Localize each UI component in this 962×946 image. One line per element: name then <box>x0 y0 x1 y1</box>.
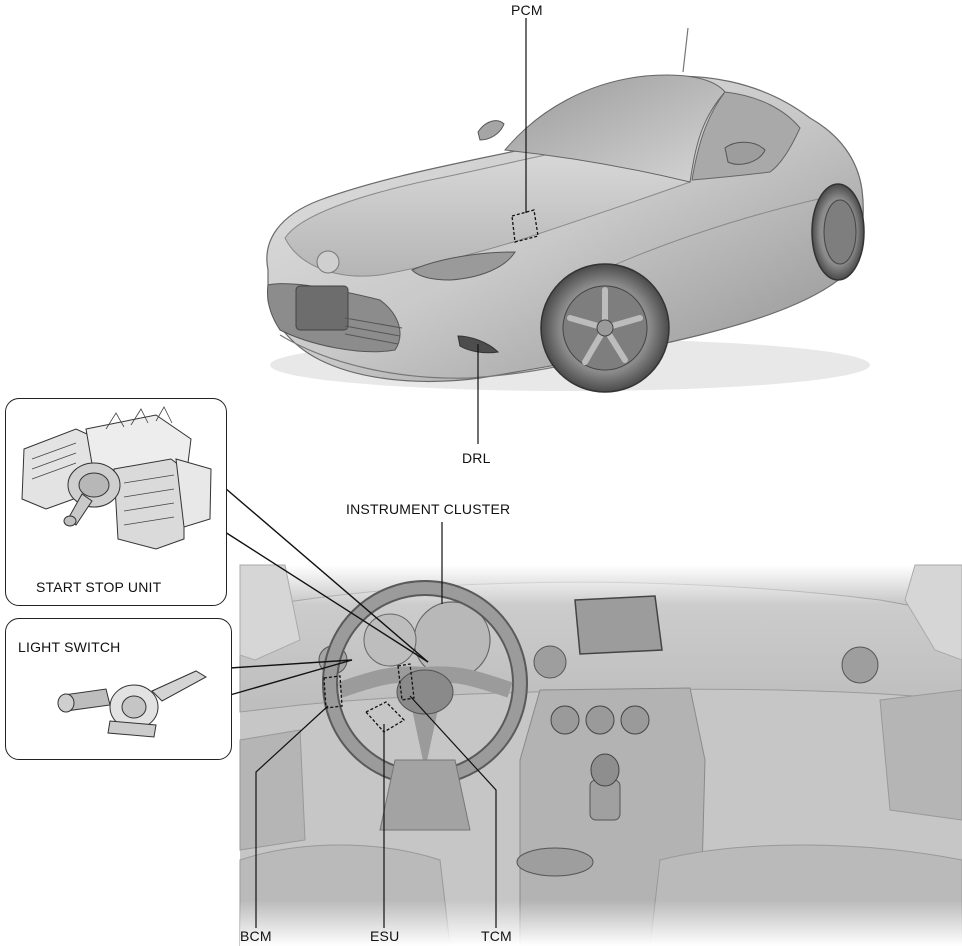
instrument-cluster-label: INSTRUMENT CLUSTER <box>346 501 511 517</box>
start-stop-callout-line-upper <box>224 487 429 663</box>
light-switch-callout: LIGHT SWITCH <box>5 618 232 760</box>
interior-illustration <box>239 564 962 946</box>
light-switch-illustration <box>57 670 208 738</box>
light-switch-label: LIGHT SWITCH <box>18 639 121 655</box>
bcm-label: BCM <box>240 928 272 944</box>
tcm-leader-line <box>409 695 497 928</box>
start-stop-unit-illustration <box>21 406 212 550</box>
pcm-label: PCM <box>511 2 543 18</box>
car-illustration <box>266 27 870 393</box>
pcm-location-marker <box>511 209 539 243</box>
start-stop-callout-line-lower <box>224 531 429 663</box>
start-stop-unit-callout: START STOP UNIT <box>5 398 227 606</box>
tcm-location-marker <box>397 663 415 701</box>
esu-location-marker <box>364 701 406 733</box>
drl-label: DRL <box>462 450 491 466</box>
start-stop-unit-label: START STOP UNIT <box>36 579 162 595</box>
bcm-leader-line <box>255 705 329 928</box>
esu-label: ESU <box>370 928 400 944</box>
light-switch-callout-line-lower <box>229 659 353 696</box>
bcm-location-marker <box>323 675 343 709</box>
tcm-label: TCM <box>481 928 512 944</box>
light-switch-callout-line-upper <box>229 659 353 669</box>
